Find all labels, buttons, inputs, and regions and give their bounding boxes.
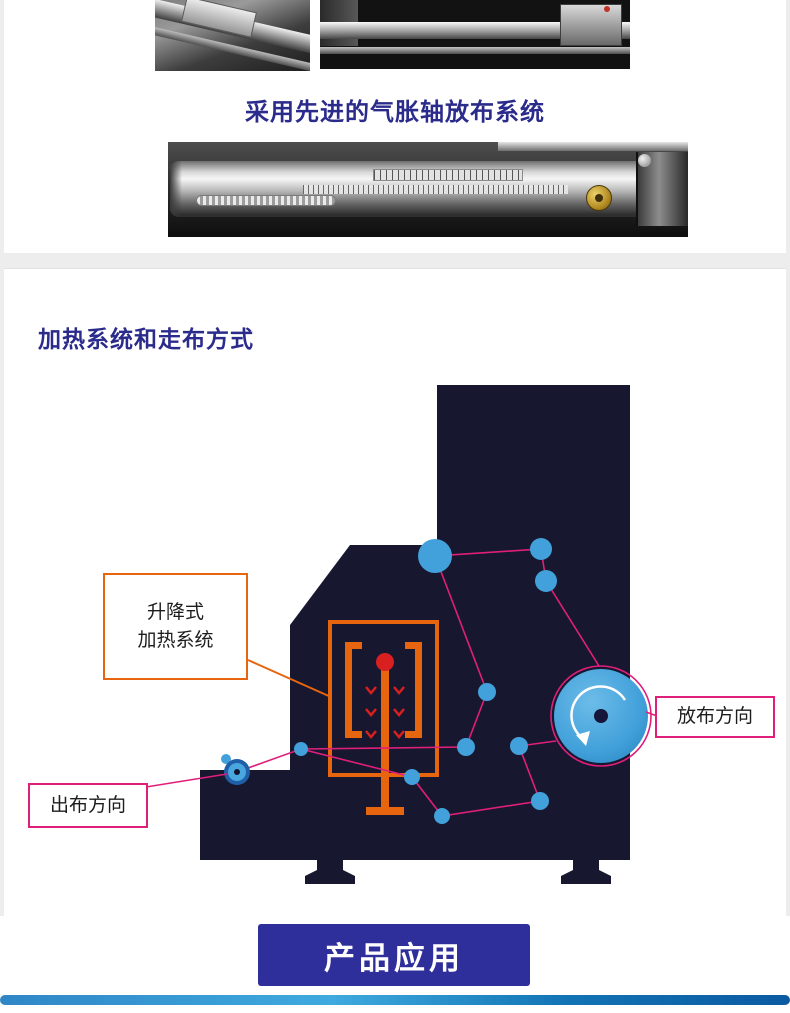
shaft-ruler-strip (373, 169, 523, 181)
heater-bracket-left (345, 642, 362, 738)
heater-red-ball (376, 653, 394, 671)
heater-center-rod (381, 660, 389, 812)
machine-rail-photo-left (155, 0, 310, 71)
chrome-roller-bar-thin (320, 47, 630, 54)
product-applications-banner: 产品应用 (258, 924, 530, 986)
rail-right-block (560, 4, 622, 46)
unwind-label-text: 放布方向 (676, 706, 753, 728)
heater-bracket-right (405, 642, 422, 738)
machine-diagram (145, 385, 658, 884)
heating-section-heading: 加热系统和走布方式 (38, 326, 254, 352)
unwind-direction-label: 放布方向 (655, 696, 775, 738)
heating-label-line2: 加热系统 (137, 629, 214, 651)
heating-callout-line (247, 659, 332, 698)
machine-rail-photo-right (320, 0, 630, 69)
outfeed-direction-label: 出布方向 (28, 783, 148, 828)
outfeed-label-text: 出布方向 (49, 794, 126, 816)
outfeed-callout-line (145, 773, 228, 788)
rotation-arrowhead-icon (576, 731, 590, 746)
unwind-roll-axle (594, 709, 608, 723)
heating-system-label: 升降式 加热系统 (103, 573, 248, 680)
heating-label-line1: 升降式 (146, 601, 204, 623)
flange-knob (638, 154, 651, 167)
unwind-roll-wrap-line (550, 665, 652, 767)
shaft-endcap (170, 161, 182, 217)
heater-flow-arrows (365, 686, 405, 739)
machine-foot-left (305, 860, 355, 884)
chrome-roller-bar (320, 22, 630, 39)
red-screw-dot (604, 6, 610, 12)
rotation-arrow-icon (570, 685, 627, 742)
shaft-key-slot (196, 195, 336, 206)
bottom-divider-bar (0, 995, 790, 1005)
outfeed-roll (224, 759, 250, 785)
machine-foot-right (561, 860, 611, 884)
air-shaft-section-heading: 采用先进的气胀轴放布系统 (245, 99, 545, 126)
background-roller (498, 142, 688, 151)
shaft-scale-band (303, 185, 568, 194)
air-valve-core (595, 194, 603, 202)
heater-rod-base (366, 807, 404, 815)
guide-rollers (221, 538, 557, 824)
air-expansion-shaft-photo (168, 142, 688, 237)
